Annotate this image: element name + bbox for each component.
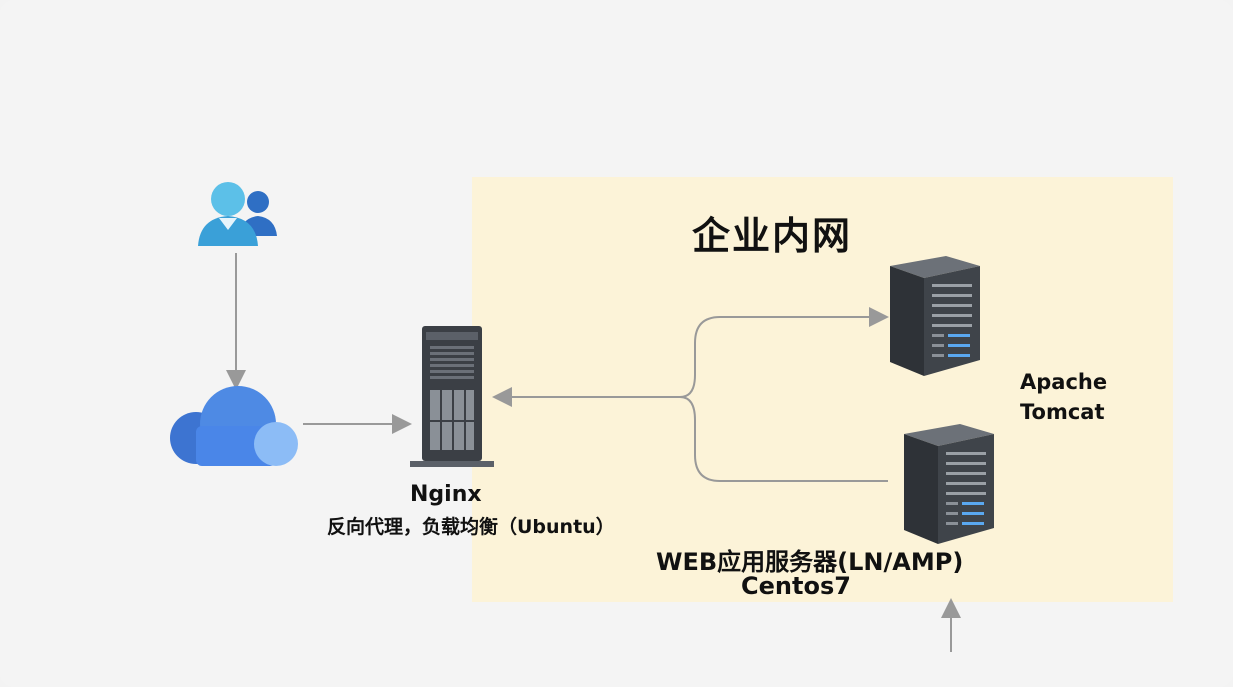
rack-server-icon (890, 256, 980, 376)
arrow-branch-to-upper-server (679, 307, 889, 398)
intranet-zone (472, 177, 1173, 602)
cloud-icon (170, 386, 298, 466)
lower-server-label-line2: Centos7 (741, 572, 851, 600)
connector-branch-to-lower-server (679, 396, 888, 482)
nginx-label: Nginx (410, 482, 482, 507)
intranet-title: 企业内网 (692, 214, 853, 258)
upper-server-label-line2: Tomcat (1020, 400, 1105, 424)
upper-server-label-line1: Apache (1020, 370, 1108, 394)
users-icon (198, 182, 277, 246)
rack-server-icon (904, 424, 994, 544)
tower-server-icon (410, 326, 494, 467)
nginx-role-label: 反向代理，负载均衡（Ubuntu） (327, 516, 615, 538)
lower-server-label-line1: WEB应用服务器(LN/AMP) (656, 548, 964, 576)
